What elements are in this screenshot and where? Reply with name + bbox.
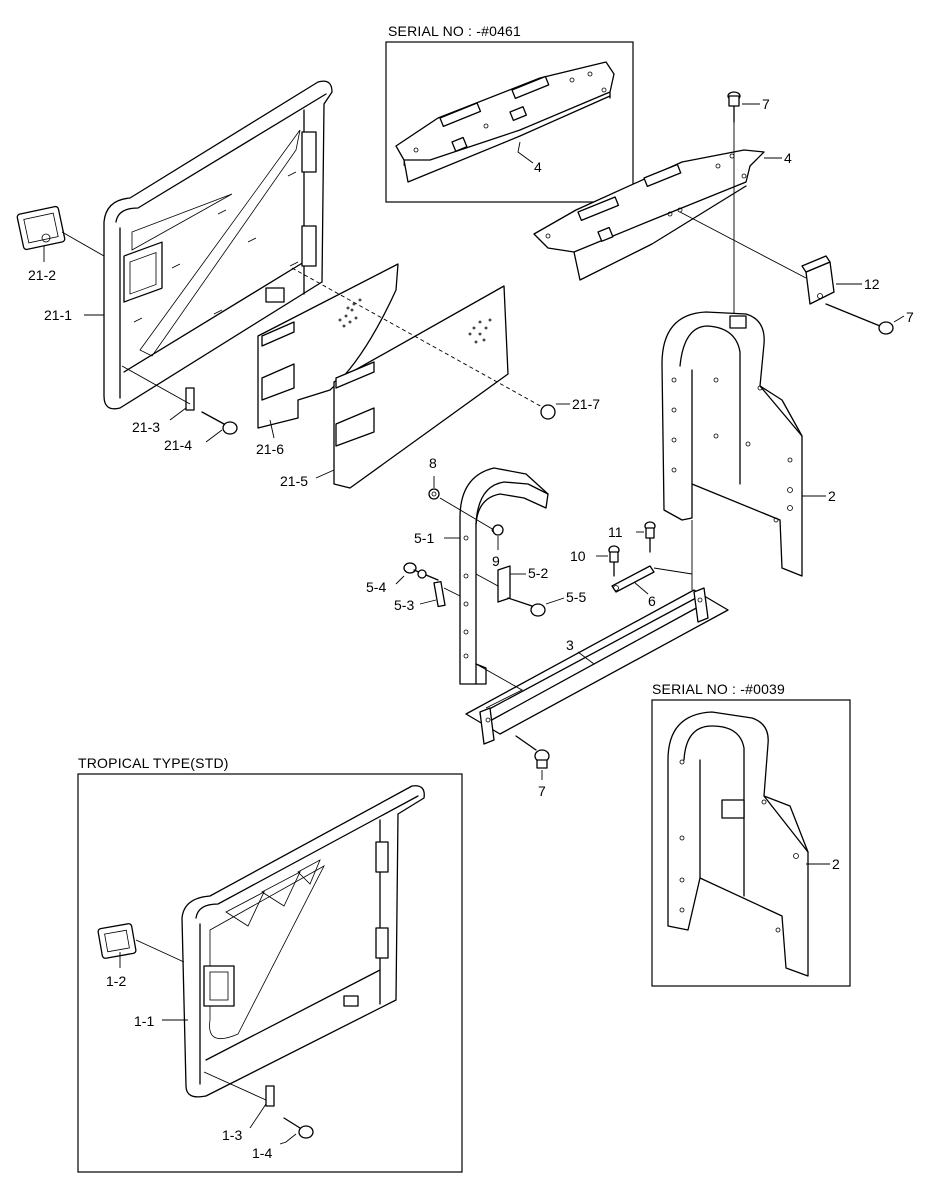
- inset-serial-0039: SERIAL NO : -#0039 2: [651, 681, 851, 987]
- door-panel-21-1: [103, 80, 333, 410]
- clip-5-3: [433, 581, 446, 608]
- callout-5-1: 5-1: [414, 530, 434, 546]
- callout-21-4: 21-4: [164, 437, 192, 453]
- caption-serial-right: SERIAL NO : -#0039: [652, 681, 785, 697]
- callout-1-2: 1-2: [106, 973, 126, 989]
- caption-tropical: TROPICAL TYPE(STD): [78, 755, 229, 771]
- callout-2-inset: 2: [832, 856, 840, 872]
- callout-3: 3: [566, 637, 574, 653]
- callout-7-bottom: 7: [538, 783, 546, 799]
- bracket-4: [533, 149, 765, 281]
- caption-serial-top: SERIAL NO : -#0461: [388, 23, 521, 39]
- bracket-4-inset: [395, 61, 615, 161]
- clip-21-7: [540, 404, 556, 420]
- bolt-10: [608, 545, 620, 577]
- inset-serial-0461: SERIAL NO : -#0461 4: [385, 23, 634, 203]
- callout-7-top: 7: [762, 96, 770, 112]
- frame-5-1: [459, 467, 549, 685]
- callout-4: 4: [784, 150, 792, 166]
- callout-1-1: 1-1: [134, 1013, 154, 1029]
- nut-9: [492, 524, 504, 536]
- door-panel-1-1: [181, 785, 425, 1098]
- callout-8: 8: [429, 455, 437, 471]
- callout-6: 6: [648, 593, 656, 609]
- inner-panel-21-6: [257, 263, 399, 429]
- clip-21-3: [185, 387, 195, 411]
- callout-5-5: 5-5: [566, 589, 586, 605]
- callout-11: 11: [608, 524, 623, 540]
- callout-21-1: 21-1: [44, 307, 72, 323]
- handle-1-2: [97, 923, 137, 959]
- callout-21-7: 21-7: [572, 396, 600, 412]
- bolt-7-top: [727, 91, 741, 123]
- bolt-1-4: [283, 1117, 314, 1139]
- callout-5-2: 5-2: [528, 565, 548, 581]
- side-frame-2: [661, 311, 803, 577]
- bolt-21-4: [201, 411, 238, 435]
- callout-9: 9: [492, 553, 500, 569]
- callout-21-5: 21-5: [280, 473, 308, 489]
- plate-12: [801, 255, 835, 305]
- inset-tropical-type: TROPICAL TYPE(STD) 1-2 1-1 1-3: [77, 755, 463, 1173]
- callout-1-3: 1-3: [222, 1127, 242, 1143]
- callout-10: 10: [570, 548, 586, 564]
- bolt-7-right: [825, 303, 894, 335]
- handle-21-2: [16, 205, 66, 251]
- callout-21-2: 21-2: [28, 267, 56, 283]
- bolt-5-4: [403, 562, 439, 581]
- callout-12: 12: [864, 276, 880, 292]
- side-frame-2-inset: [667, 711, 809, 977]
- nut-8: [428, 488, 440, 500]
- bolt-11: [644, 521, 656, 553]
- clip-1-3: [265, 1085, 275, 1107]
- callout-4-inset: 4: [534, 159, 542, 175]
- callout-1-4: 1-4: [252, 1145, 272, 1161]
- callout-5-4: 5-4: [366, 579, 386, 595]
- plate-5-2: [497, 565, 511, 603]
- inner-panel-21-5: [333, 285, 509, 489]
- callout-2: 2: [828, 488, 836, 504]
- bolt-7-bottom: [515, 735, 550, 769]
- callout-5-3: 5-3: [394, 597, 414, 613]
- bolt-5-5: [507, 597, 546, 617]
- callout-7-right: 7: [906, 309, 914, 325]
- callout-21-3: 21-3: [132, 419, 160, 435]
- link-6: [611, 565, 655, 593]
- callout-21-6: 21-6: [256, 441, 284, 457]
